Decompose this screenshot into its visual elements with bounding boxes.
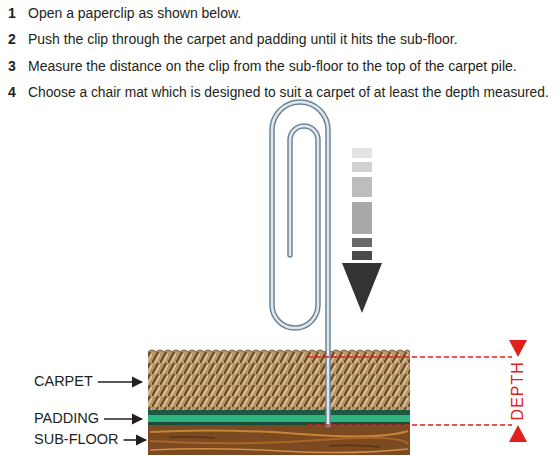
depth-dimension — [308, 340, 527, 442]
dimension-label: DEPTH — [509, 361, 527, 420]
step-number: 4 — [8, 85, 16, 100]
step-text: Push the clip through the carpet and pad… — [28, 32, 458, 47]
motion-arrow — [342, 148, 382, 313]
step-number: 2 — [8, 32, 16, 47]
step-text: Choose a chair mat which is designed to … — [28, 85, 549, 100]
part-label: CARPET — [34, 374, 93, 390]
paperclip — [272, 102, 328, 425]
part-label: SUB-FLOOR — [34, 432, 119, 448]
part-label: PADDING — [34, 411, 99, 427]
step-text: Open a paperclip as shown below. — [28, 6, 241, 21]
floor-section — [148, 350, 410, 455]
step-number: 3 — [8, 59, 16, 74]
step-number: 1 — [8, 6, 16, 21]
step-text: Measure the distance on the clip from th… — [28, 59, 517, 74]
